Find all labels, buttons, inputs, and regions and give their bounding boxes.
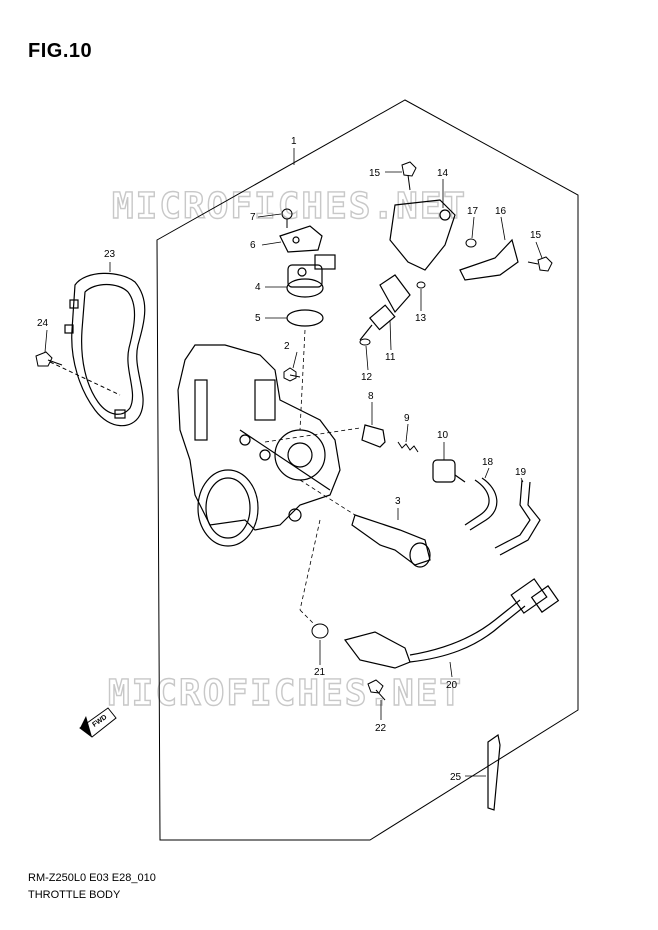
callout-labels: 1 2 3 4 5 6 7 8 9 10 11 12 13 14 15 15 1… — [37, 136, 542, 783]
cable-tie-25 — [487, 733, 501, 811]
o-ring-5 — [286, 309, 324, 327]
fitting-16 — [459, 238, 519, 281]
bolt-15b — [527, 256, 553, 272]
callout-22: 22 — [375, 723, 387, 734]
callout-5: 5 — [255, 313, 261, 324]
leader-lines — [44, 148, 543, 777]
injector-11 — [359, 274, 411, 341]
bracket-14 — [389, 199, 456, 271]
assembly-boundary — [156, 99, 579, 841]
callout-21: 21 — [314, 667, 326, 678]
callout-17: 17 — [467, 206, 479, 217]
callout-15a: 15 — [369, 168, 381, 179]
callout-7: 7 — [250, 212, 256, 223]
callout-25: 25 — [450, 772, 462, 783]
callout-12: 12 — [361, 372, 373, 383]
screw-22 — [367, 679, 386, 701]
figure-title: FIG.10 — [28, 40, 93, 62]
sensor-cover — [286, 254, 336, 298]
callout-19: 19 — [515, 467, 527, 478]
screw-7 — [281, 208, 293, 228]
hose-19 — [494, 479, 541, 556]
bolt-15a — [401, 161, 417, 191]
hose-18 — [464, 477, 498, 531]
bolt-24 — [35, 351, 63, 367]
figure-name: THROTTLE BODY — [28, 889, 121, 901]
o-ring-13 — [416, 281, 426, 289]
callout-3: 3 — [395, 496, 401, 507]
leader-24-dash — [49, 361, 121, 396]
valve-3 — [351, 514, 431, 568]
gasket-part — [64, 272, 146, 427]
fwd-arrow-icon: FWD — [79, 707, 117, 738]
o-ring-21 — [311, 623, 329, 639]
callout-24: 24 — [37, 318, 49, 329]
watermark-bottom: MICROFICHES.NET — [108, 673, 463, 714]
harness-20 — [343, 578, 560, 669]
callout-14: 14 — [437, 168, 449, 179]
nut-10 — [432, 459, 466, 483]
callout-11: 11 — [385, 352, 396, 363]
callout-6: 6 — [250, 240, 256, 251]
throttle-body — [177, 344, 341, 547]
spring-9 — [397, 441, 419, 453]
callout-9: 9 — [404, 413, 410, 424]
callout-18: 18 — [482, 457, 494, 468]
figure-code: RM-Z250L0 E03 E28_010 — [28, 872, 156, 884]
callout-2: 2 — [284, 341, 290, 352]
callout-8: 8 — [368, 391, 374, 402]
plate-6 — [279, 225, 323, 253]
screw-2 — [283, 367, 301, 382]
callout-1: 1 — [291, 136, 297, 147]
callout-10: 10 — [437, 430, 449, 441]
plunger-8 — [361, 424, 386, 448]
callout-23: 23 — [104, 249, 116, 260]
callout-15b: 15 — [530, 230, 542, 241]
callout-13: 13 — [415, 313, 427, 324]
callout-4: 4 — [255, 282, 261, 293]
watermark-top: MICROFICHES.NET — [112, 186, 467, 227]
o-ring-12 — [359, 338, 371, 346]
callout-16: 16 — [495, 206, 507, 217]
callout-20: 20 — [446, 680, 458, 691]
washer-17 — [465, 238, 477, 248]
